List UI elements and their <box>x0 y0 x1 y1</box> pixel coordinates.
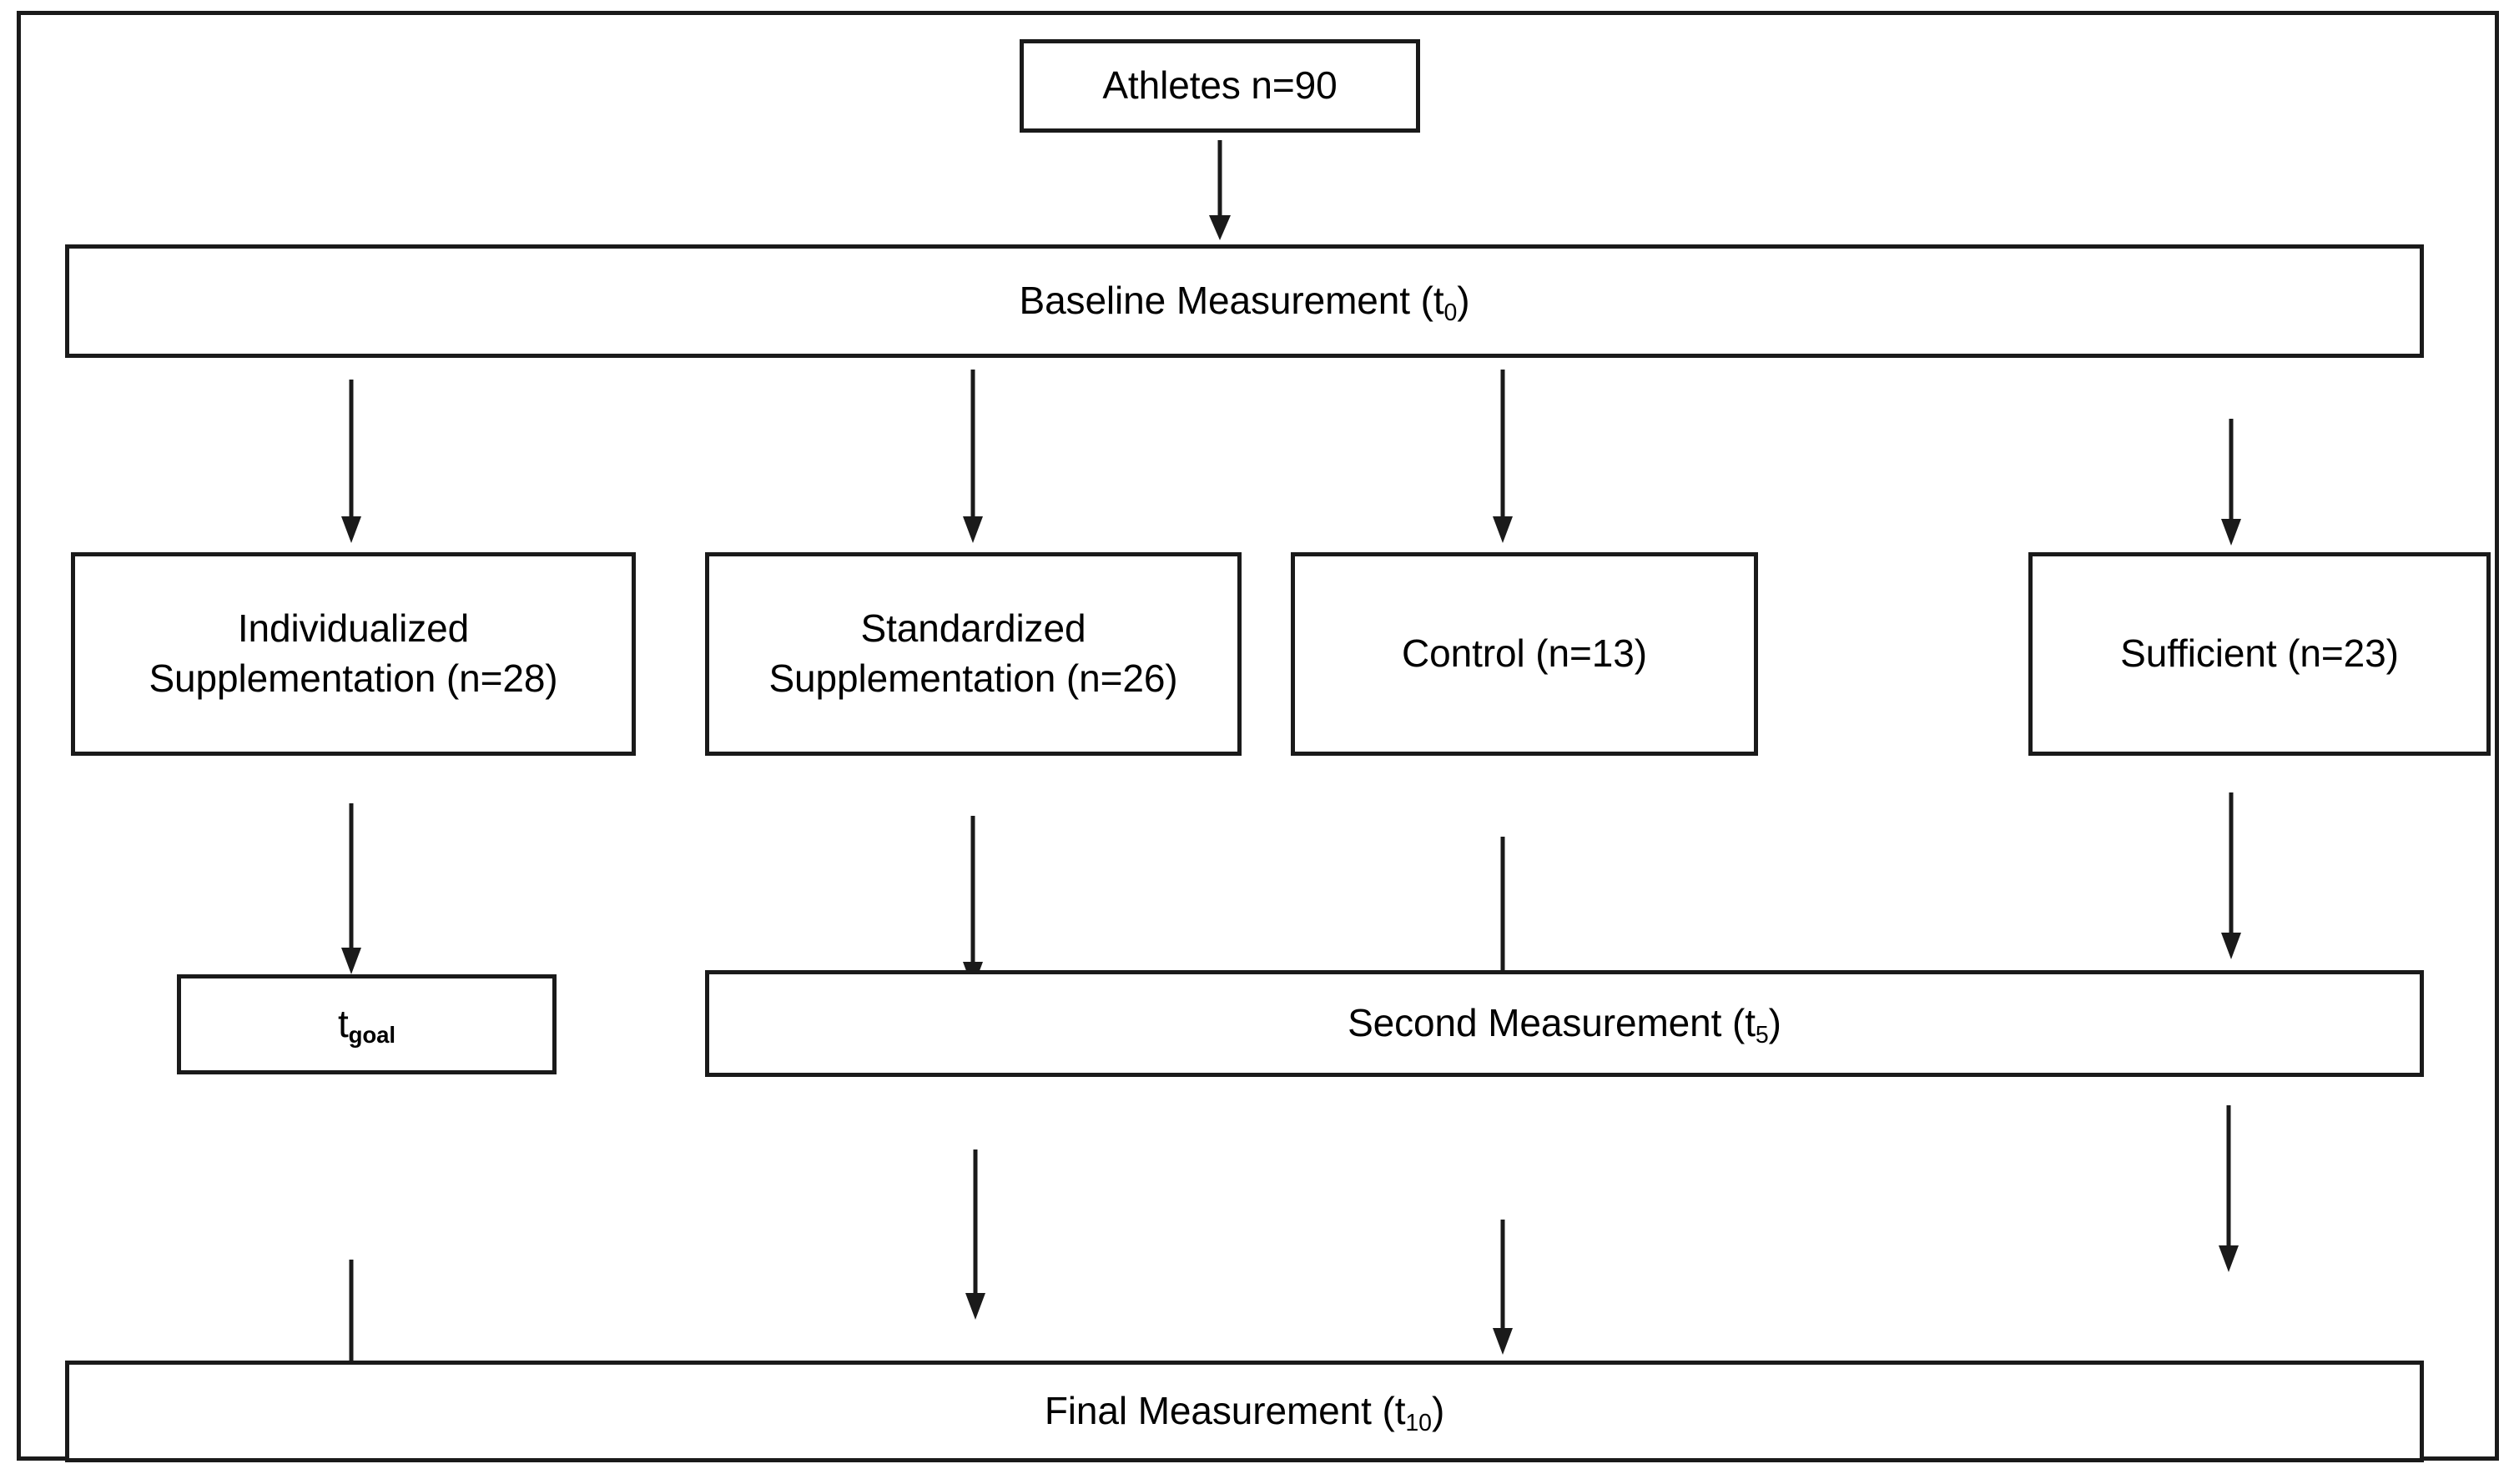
node-second-measurement: Second Measurement (t5) <box>705 970 2424 1077</box>
node-baseline-measurement-label: Baseline Measurement (t0) <box>1010 276 1478 326</box>
arrow-athletes-to-baseline <box>1207 140 1232 240</box>
final-suffix: ) <box>1431 1389 1445 1433</box>
arrow-second-to-final-left <box>963 1149 988 1320</box>
baseline-subscript: 0 <box>1443 299 1458 326</box>
baseline-prefix: Baseline Measurement (t <box>1019 279 1444 323</box>
node-sufficient: Sufficient (n=23) <box>2028 552 2491 756</box>
final-prefix: Final Measurement (t <box>1044 1389 1406 1433</box>
node-final-measurement-label: Final Measurement (t10) <box>1036 1386 1453 1436</box>
final-subscript: 10 <box>1405 1409 1432 1436</box>
arrow-individualized-to-tgoal <box>339 803 364 974</box>
arrow-baseline-to-standardized <box>960 370 985 543</box>
node-sufficient-label: Sufficient (n=23) <box>2120 631 2399 676</box>
node-final-measurement: Final Measurement (t10) <box>65 1361 2424 1462</box>
arrow-second-to-final-mid <box>1490 1220 1515 1355</box>
second-subscript: 5 <box>1755 1021 1769 1049</box>
standardized-line2: Supplementation (n=26) <box>768 656 1178 700</box>
arrow-standardized-to-second <box>960 816 985 988</box>
second-prefix: Second Measurement (t <box>1348 1001 1756 1045</box>
second-suffix: ) <box>1768 1001 1781 1045</box>
node-tgoal: tgoal <box>177 974 557 1074</box>
tgoal-prefix: t <box>337 1002 349 1046</box>
arrow-baseline-to-sufficient <box>2219 419 2244 546</box>
node-second-measurement-label: Second Measurement (t5) <box>1339 999 1790 1049</box>
individualized-line2: Supplementation (n=28) <box>149 656 558 700</box>
individualized-line1: Individualized <box>237 606 470 651</box>
node-baseline-measurement: Baseline Measurement (t0) <box>65 244 2424 358</box>
arrow-sufficient-to-second <box>2219 792 2244 959</box>
arrow-baseline-to-individualized <box>339 380 364 543</box>
arrow-second-to-final-right <box>2216 1105 2241 1272</box>
node-control-label: Control (n=13) <box>1402 631 1647 676</box>
node-athletes: Athletes n=90 <box>1020 39 1420 133</box>
arrow-baseline-to-control <box>1490 370 1515 543</box>
node-control: Control (n=13) <box>1291 552 1758 756</box>
node-tgoal-label: tgoal <box>330 999 404 1049</box>
tgoal-subscript: goal <box>348 1022 395 1049</box>
baseline-suffix: ) <box>1457 279 1470 323</box>
node-athletes-label: Athletes n=90 <box>1102 63 1338 108</box>
standardized-line1: Standardized <box>860 606 1086 651</box>
